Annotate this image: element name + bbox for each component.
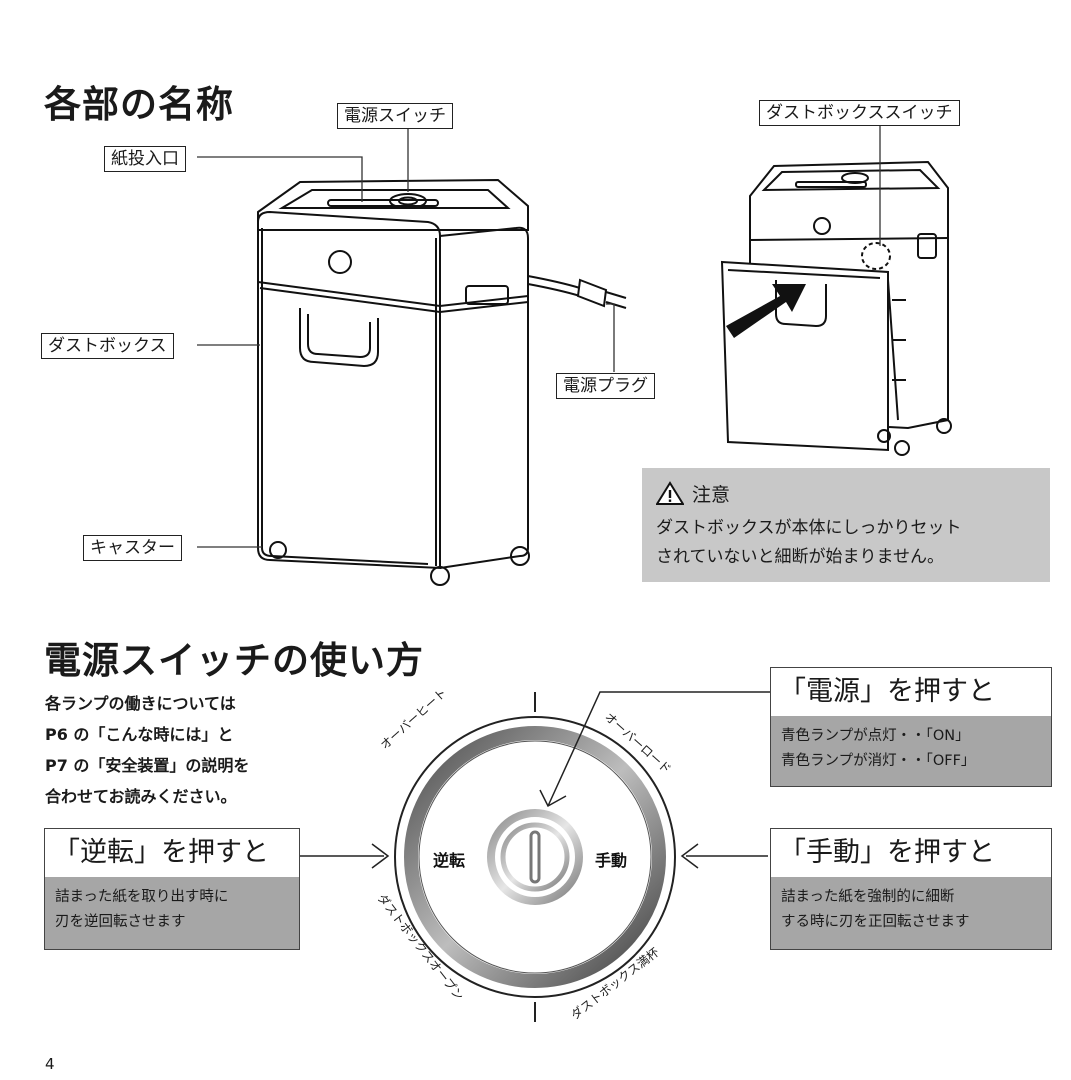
manual-line-2: する時に刃を正回転させます — [781, 914, 970, 930]
manual-button-label: 手動 — [595, 851, 627, 870]
arc-label-overheat: オーバーヒート — [378, 686, 450, 753]
caution-line-1: ダストボックスが本体にしっかりセット — [656, 518, 962, 538]
intro-text: 各ランプの働きについては P6 の「こんな時には」と P7 の「安全装置」の説明… — [45, 688, 249, 812]
manual-info-box: 「手動」を押すと 詰まった紙を強制的に細断 する時に刃を正回転させます — [770, 828, 1052, 950]
reverse-info-box: 「逆転」を押すと 詰まった紙を取り出す時に 刃を逆回転させます — [44, 828, 300, 950]
label-power-switch: 電源スイッチ — [337, 103, 453, 129]
warning-icon — [656, 481, 684, 505]
intro-line-3: P7 の「安全装置」の説明を — [45, 756, 250, 775]
label-caster: キャスター — [83, 535, 182, 561]
manual-heading: 「手動」を押すと — [779, 837, 995, 868]
caution-box: 注意 ダストボックスが本体にしっかりセット されていないと細断が始まりません。 — [642, 468, 1050, 582]
power-info-box: 「電源」を押すと 青色ランプが点灯・・「ON」 青色ランプが消灯・・「OFF」 — [770, 667, 1052, 787]
shredder-illustration — [197, 126, 952, 586]
power-line-2: 青色ランプが消灯・・「OFF」 — [781, 753, 976, 769]
manual-line-1: 詰まった紙を強制的に細断 — [781, 889, 955, 905]
reverse-line-1: 詰まった紙を取り出す時に — [55, 889, 229, 905]
power-line-1: 青色ランプが点灯・・「ON」 — [781, 728, 970, 744]
power-heading: 「電源」を押すと — [779, 676, 995, 707]
control-panel-dial: オーバーヒート オーバーロード ダストボックスオープン ダストボックス満杯 逆転… — [300, 686, 770, 1022]
caution-title: 注意 — [692, 484, 731, 506]
section-title-power-switch: 電源スイッチの使い方 — [44, 639, 424, 682]
reverse-button-label: 逆転 — [433, 851, 465, 870]
intro-line-4: 合わせてお読みください。 — [45, 787, 237, 806]
page-number: 4 — [45, 1055, 55, 1073]
label-dust-box-switch: ダストボックススイッチ — [759, 100, 960, 126]
reverse-heading: 「逆転」を押すと — [53, 837, 269, 868]
label-dust-box: ダストボックス — [41, 333, 174, 359]
intro-line-1: 各ランプの働きについては — [45, 694, 236, 713]
caution-line-2: されていないと細断が始まりません。 — [656, 547, 944, 567]
power-icon — [529, 830, 541, 884]
label-paper-slot: 紙投入口 — [104, 146, 186, 172]
intro-line-2: P6 の「こんな時には」と — [45, 725, 234, 744]
label-power-plug: 電源プラグ — [556, 373, 655, 399]
reverse-line-2: 刃を逆回転させます — [55, 914, 186, 930]
section-title-parts: 各部の名称 — [44, 83, 234, 126]
